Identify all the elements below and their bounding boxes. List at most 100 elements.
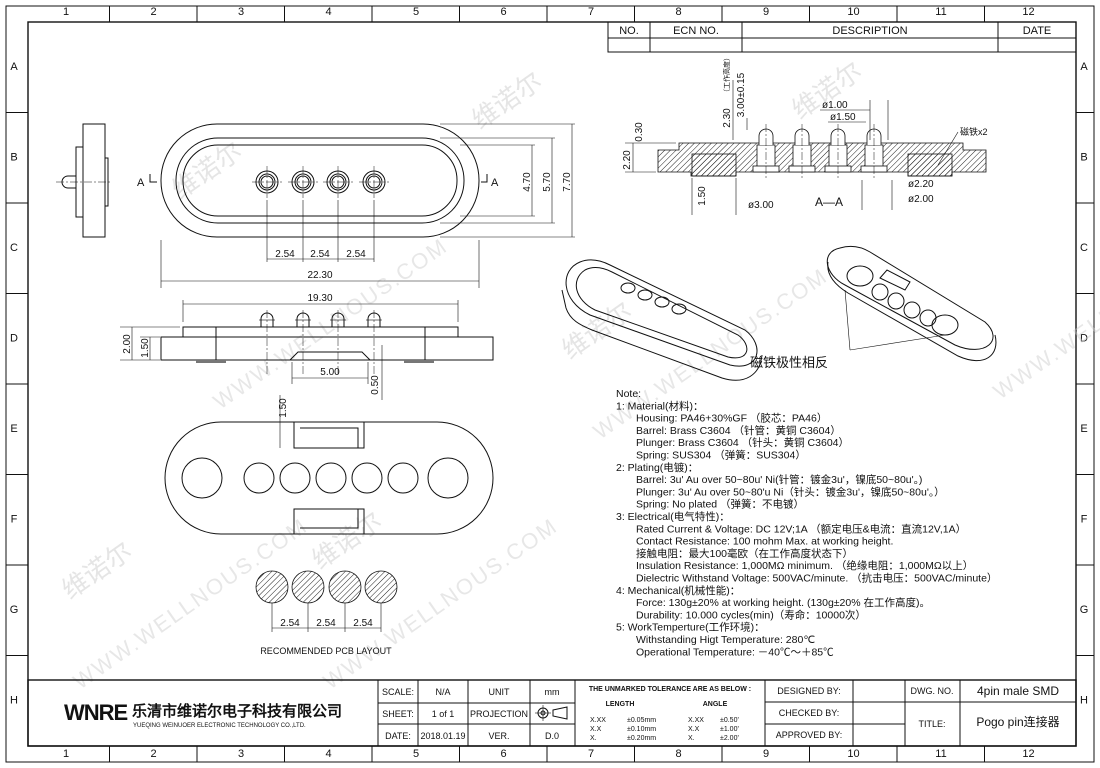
tolerance-key: X.XX [688, 717, 704, 724]
drawing-label: PROJECTION [470, 709, 528, 719]
note-line: Insulation Resistance: 1,000MΩ minimum. … [636, 559, 973, 572]
outer-frame [5, 5, 1095, 763]
grid-row-label: E [1080, 423, 1087, 435]
drawing-label: 1.50 [278, 398, 289, 418]
drawing-label: 7.70 [562, 172, 573, 192]
drawing-label: DATE [1023, 25, 1052, 37]
grid-row-label: A [10, 61, 18, 73]
drawing-label: 5.70 [542, 172, 553, 192]
note-line: Dielectric Withstand Voltage: 500VAC/min… [636, 572, 997, 585]
grid-row-label: G [1080, 604, 1089, 616]
bottom-view: 1.50 [164, 395, 494, 535]
tolerance-value: ±0.50' [720, 717, 739, 724]
drawing-label: 4pin male SMD [977, 684, 1059, 698]
drawing-label: 2.20 [622, 150, 633, 170]
drawing-label: 2.54 [346, 249, 366, 260]
drawing-label: mm [545, 687, 560, 697]
note-line: Plunger: 3u' Au over 50~80'u Ni（针头：镀金3u'… [636, 485, 945, 498]
drawing-label: DWG. NO. [911, 686, 954, 696]
drawing-label: ANGLE [703, 701, 728, 708]
grid-column-label: 3 [238, 748, 244, 760]
drawing-label: 2.54 [280, 618, 300, 629]
drawing-label: 2.54 [275, 249, 295, 260]
grid-column-label: 1 [63, 748, 69, 760]
projection-symbol-icon [535, 705, 568, 721]
note-heading: 5: WorkTemperture(工作环境)： [616, 621, 765, 634]
note-line: Durability: 10.000 cycles(min)（寿命：10000次… [636, 608, 866, 621]
note-line: Barrel: Brass C3604 （针管：黄铜 C3604） [636, 424, 841, 437]
tolerance-key: X.X [688, 726, 700, 733]
grid-column-label: 10 [847, 6, 859, 18]
grid-column-label: 4 [325, 6, 331, 18]
drawing-label: 5.00 [320, 367, 340, 378]
drawing-label: 2.00 [122, 334, 133, 354]
note-line: Spring: No plated （弹簧：不电镀） [636, 498, 804, 511]
drawing-label: YUEQING WEINUOER ELECTRONIC TECHNOLOGY C… [133, 723, 306, 729]
drawing-label: 磁铁x2 [960, 126, 988, 137]
tolerance-value: ±2.00' [720, 735, 739, 742]
note-line: Operational Temperature: －40℃～＋85℃ [636, 646, 834, 658]
note-line: Force: 130g±20% at working height. (130g… [636, 596, 930, 609]
drawing-label: ø1.00 [822, 100, 848, 111]
drawing-label: UNIT [489, 687, 510, 697]
drawing-label: SCALE: [382, 687, 414, 697]
drawing-label: WWW.WELLNOUS.COM [209, 233, 453, 414]
grid-column-label: 9 [763, 6, 769, 18]
drawing-label: N/A [435, 687, 450, 697]
grid-column-label: 6 [500, 6, 506, 18]
grid-column-label: 10 [847, 748, 859, 760]
grid-row-label: C [1080, 242, 1088, 254]
drawing-label: 2.54 [310, 249, 330, 260]
note-heading: 3: Electrical(电气特性)： [616, 510, 730, 523]
grid-column-label: 5 [413, 748, 419, 760]
drawing-label: ø1.50 [830, 112, 856, 123]
drawing-label: 维诺尔 [306, 506, 387, 575]
drawing-label: 2018.01.19 [420, 731, 465, 741]
drawing-label: ø2.00 [908, 194, 934, 205]
grid-column-label: 3 [238, 6, 244, 18]
grid-row-label: H [1080, 695, 1088, 707]
notes-title: Note: [616, 388, 641, 400]
drawing-label: A [491, 177, 499, 189]
drawing-label: ø3.00 [748, 200, 774, 211]
grid-row-label: D [10, 333, 18, 345]
drawing-label: DESIGNED BY: [777, 686, 841, 696]
drawing-label: 2.54 [353, 618, 373, 629]
tolerance-value: ±0.20mm [627, 735, 656, 742]
grid-row-label: F [11, 514, 18, 526]
drawing-label: 22.30 [307, 270, 332, 281]
drawing-label: （工作高度） [722, 54, 731, 96]
grid-column-label: 7 [588, 6, 594, 18]
drawing-label: VER. [488, 731, 509, 741]
grid-column-label: 7 [588, 748, 594, 760]
side-view [56, 123, 112, 238]
grid-row-label: H [10, 695, 18, 707]
tolerance-value: ±0.10mm [627, 726, 656, 733]
drawing-label: A—A [815, 195, 843, 209]
note-heading: 4: Mechanical(机械性能)： [616, 584, 740, 597]
grid-row-label: B [10, 152, 17, 164]
drawing-label: ø2.20 [908, 179, 934, 190]
drawing-label: CHECKED BY: [779, 708, 840, 718]
drawing-label: SHEET: [382, 709, 414, 719]
drawing-label: 0.50 [370, 375, 381, 395]
drawing-label: 维诺尔 [56, 536, 137, 605]
tolerance-value: ±1.00' [720, 726, 739, 733]
grid-column-label: 1 [63, 6, 69, 18]
note-line: Barrel: 3u' Au over 50~80u' Ni(针管：镀金3u'，… [636, 473, 922, 486]
grid-column-label: 2 [150, 6, 156, 18]
note-line: Plunger: Brass C3604 （针头：黄铜 C3604） [636, 436, 849, 449]
grid-column-label: 12 [1022, 6, 1034, 18]
drawing-label: D.0 [545, 731, 559, 741]
drawing-label: TITLE: [918, 719, 945, 729]
grid-row-label: G [10, 604, 19, 616]
drawing-label: Pogo pin连接器 [976, 714, 1059, 729]
note-line: Housing: PA46+30%GF （胶芯：PA46） [636, 412, 827, 425]
drawing-label: RECOMMENDED PCB LAYOUT [260, 646, 392, 656]
grid-row-label: B [1080, 152, 1087, 164]
note-heading: 1: Material(材料)： [616, 399, 704, 412]
drawing-label: WWW.WELLNOUS.COM [69, 513, 313, 694]
grid-column-label: 6 [500, 748, 506, 760]
revision-table: NO. ECN NO. DESCRIPTION DATE [607, 21, 1077, 53]
